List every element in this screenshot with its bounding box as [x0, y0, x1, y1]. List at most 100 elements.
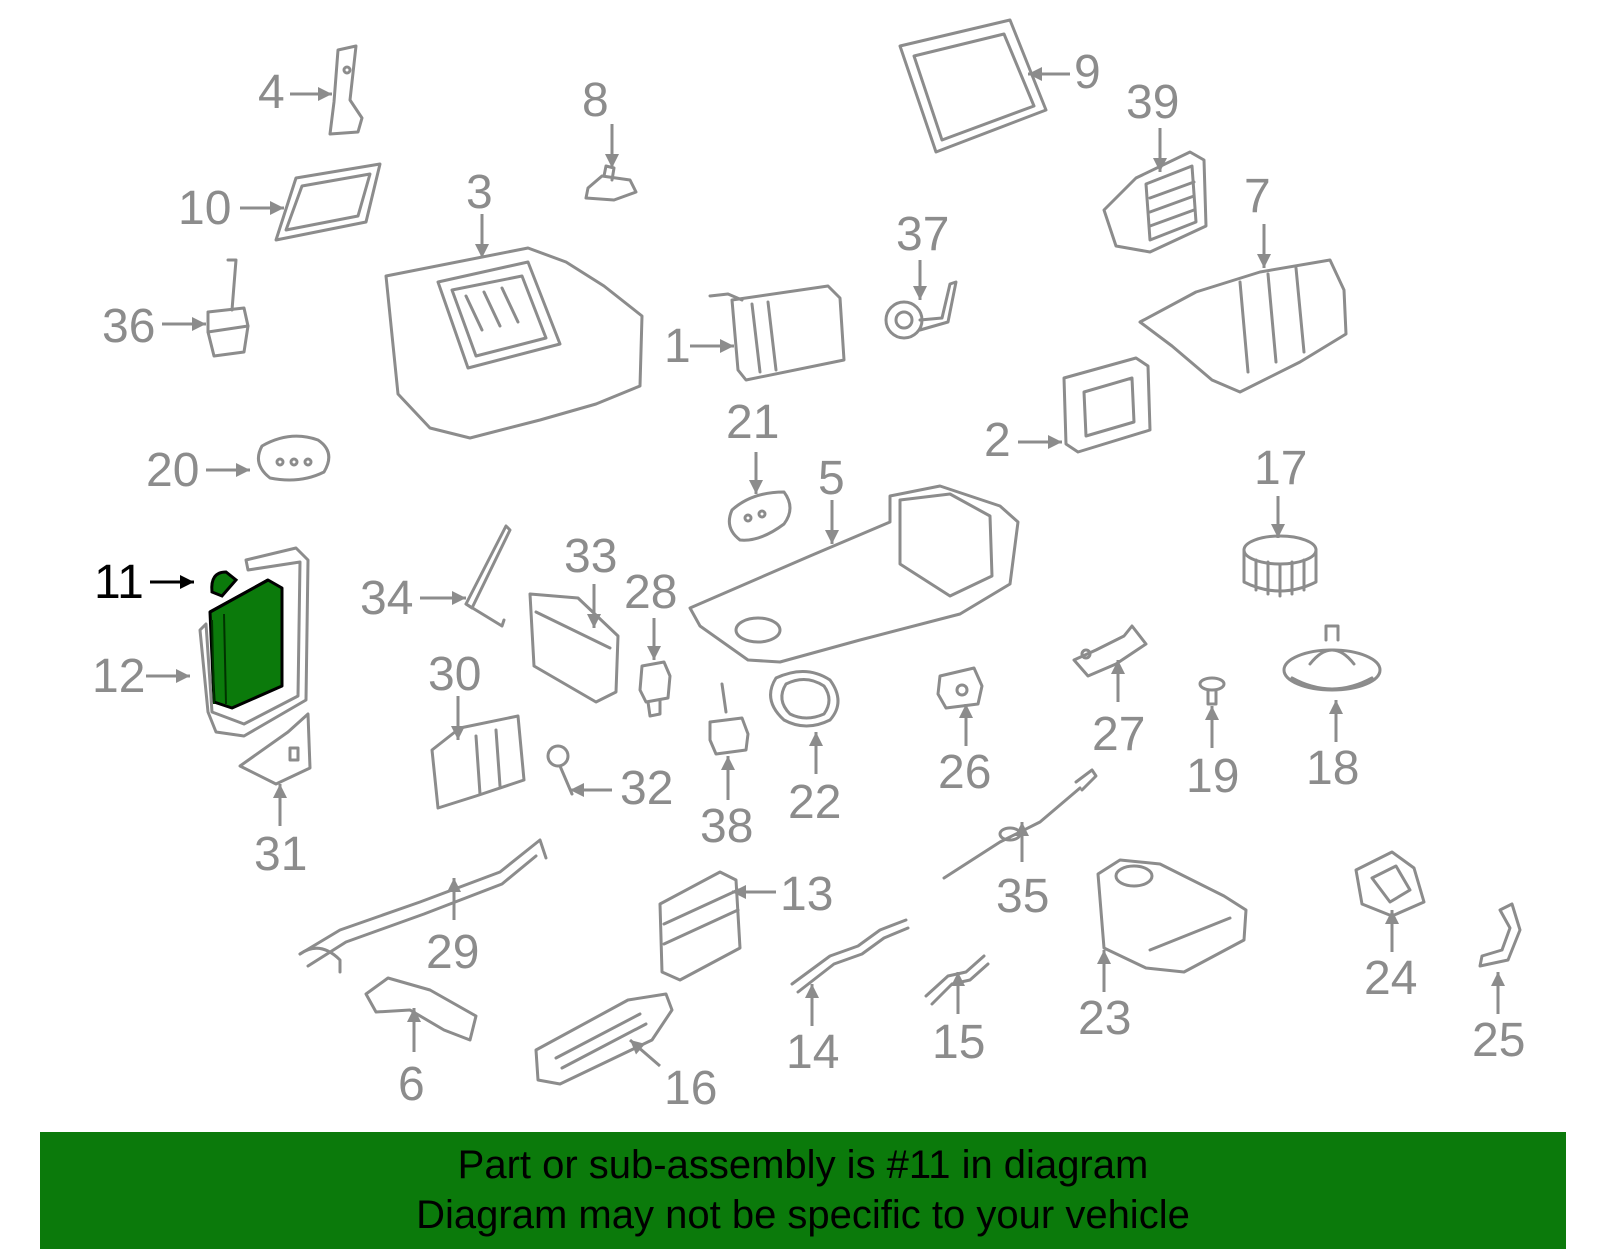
callout-label-13: 13: [780, 868, 833, 921]
callout-label-25: 25: [1472, 1014, 1525, 1067]
diagram-canvas: 4893910337736122021517113334281230271826…: [92, 18, 1525, 1115]
callout-label-29: 29: [426, 926, 479, 979]
arrowhead-29: [447, 878, 461, 892]
callout-label-20: 20: [146, 444, 199, 497]
arrowhead-10: [270, 201, 284, 215]
part-31-drawing: [238, 712, 312, 786]
callout-label-10: 10: [178, 182, 231, 235]
part-2-drawing: [1062, 356, 1152, 454]
part-21-drawing: [727, 490, 792, 542]
callout-label-34: 34: [360, 572, 413, 625]
part-22-drawing: [769, 670, 840, 728]
part-5-drawing: [688, 484, 1020, 664]
arrowhead-36: [192, 317, 206, 331]
arrowhead-21: [749, 480, 763, 494]
arrowhead-1: [720, 339, 734, 353]
part-19-drawing: [1198, 676, 1226, 706]
part-34-drawing: [464, 524, 512, 628]
part-25-drawing: [1478, 902, 1522, 968]
arrowhead-38: [721, 756, 735, 770]
callout-label-39: 39: [1126, 76, 1179, 129]
arrowhead-34: [452, 591, 466, 605]
callout-label-18: 18: [1306, 742, 1359, 795]
callout-label-6: 6: [398, 1058, 425, 1111]
arrowhead-37: [913, 286, 927, 300]
arrowhead-5: [825, 530, 839, 544]
part-9-drawing: [898, 18, 1048, 154]
callout-label-3: 3: [466, 166, 493, 219]
part-3-drawing: [384, 246, 644, 440]
callout-label-5: 5: [818, 452, 845, 505]
info-banner: Part or sub-assembly is #11 in diagram D…: [40, 1132, 1566, 1249]
callout-label-1: 1: [664, 320, 691, 373]
part-16-drawing: [534, 992, 674, 1086]
banner-line-1: Part or sub-assembly is #11 in diagram: [457, 1143, 1149, 1187]
arrowhead-26: [959, 704, 973, 718]
callout-label-12: 12: [92, 650, 145, 703]
arrowhead-28: [647, 646, 661, 660]
arrowhead-31: [273, 784, 287, 798]
callout-label-23: 23: [1078, 992, 1131, 1045]
callout-label-9: 9: [1074, 46, 1101, 99]
part-17-drawing: [1242, 534, 1318, 598]
part-13-drawing: [658, 870, 742, 982]
part-27-drawing: [1072, 624, 1148, 678]
callout-label-19: 19: [1186, 750, 1239, 803]
callout-label-38: 38: [700, 800, 753, 853]
arrowhead-7: [1257, 254, 1271, 268]
part-14-drawing: [790, 918, 910, 994]
callout-label-33: 33: [564, 530, 617, 583]
callout-label-26: 26: [938, 746, 991, 799]
part-20-drawing: [256, 434, 331, 482]
arrowhead-14: [805, 984, 819, 998]
part-4-drawing: [328, 44, 364, 136]
arrowhead-11: [180, 575, 194, 589]
part-7-drawing: [1138, 258, 1348, 394]
callout-arrows: [146, 67, 1505, 1068]
part-33-drawing: [528, 592, 620, 704]
part-1-drawing: [708, 284, 846, 382]
callout-label-14: 14: [786, 1026, 839, 1079]
part-23-drawing: [1096, 858, 1248, 974]
callout-label-32: 32: [620, 762, 673, 815]
part-36-drawing: [206, 258, 250, 358]
part-8-drawing: [584, 164, 638, 202]
arrowhead-33: [587, 614, 601, 628]
part-24-drawing: [1354, 850, 1426, 918]
arrowhead-2: [1048, 435, 1062, 449]
arrowhead-3: [475, 244, 489, 258]
callout-label-37: 37: [896, 208, 949, 261]
arrowhead-9: [1028, 67, 1042, 81]
arrowhead-6: [407, 1008, 421, 1022]
callout-label-31: 31: [254, 828, 307, 881]
arrowhead-25: [1491, 972, 1505, 986]
arrowhead-23: [1097, 950, 1111, 964]
callout-label-4: 4: [258, 66, 285, 119]
callout-label-16: 16: [664, 1062, 717, 1115]
arrowhead-17: [1271, 524, 1285, 538]
arrowhead-20: [236, 463, 250, 477]
part-30-drawing: [430, 714, 526, 810]
part-11-drawing: [208, 570, 284, 710]
arrowhead-27: [1111, 660, 1125, 674]
part-12-drawing: [198, 546, 310, 738]
part-38-drawing: [708, 682, 750, 756]
part-28-drawing: [638, 660, 672, 718]
callout-label-17: 17: [1254, 442, 1307, 495]
callout-label-21: 21: [726, 396, 779, 449]
callout-label-24: 24: [1364, 952, 1417, 1005]
arrowhead-39: [1153, 158, 1167, 172]
callout-label-27: 27: [1092, 708, 1145, 761]
arrowhead-19: [1205, 706, 1219, 720]
part-37-drawing: [884, 280, 958, 340]
part-6-drawing: [364, 976, 478, 1042]
part-32-drawing: [546, 744, 574, 796]
part-18-drawing: [1282, 624, 1382, 692]
arrowhead-13: [732, 885, 746, 899]
part-29-drawing: [298, 838, 548, 974]
callout-label-15: 15: [932, 1016, 985, 1069]
arrowhead-24: [1385, 910, 1399, 924]
callout-label-11: 11: [94, 556, 144, 609]
arrowhead-35: [1015, 822, 1029, 836]
callout-label-22: 22: [788, 776, 841, 829]
